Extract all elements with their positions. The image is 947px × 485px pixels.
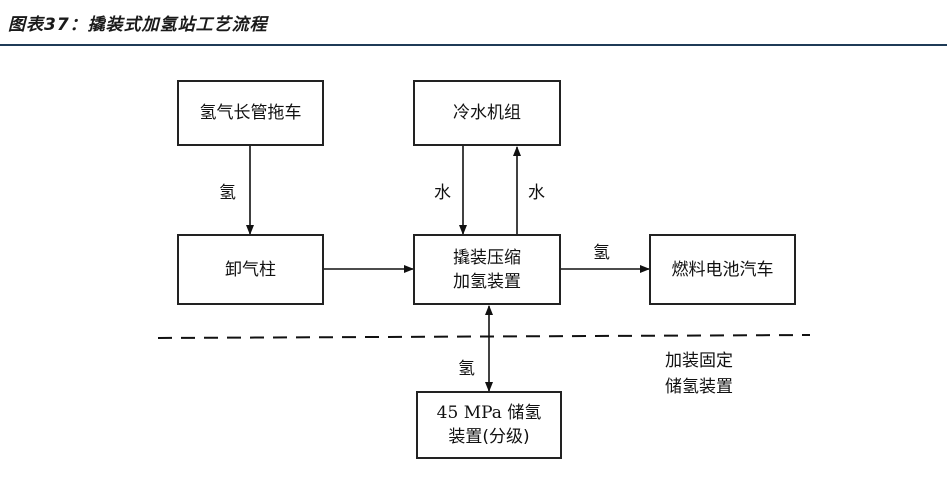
- storage-box: 45 MPa 储氢 装置(分级): [416, 391, 562, 459]
- fixed-zone-label: 加装固定 储氢装置: [665, 348, 733, 400]
- water-label-down: 水: [434, 183, 451, 203]
- figure-title: 图表37：撬装式加氢站工艺流程: [8, 15, 268, 35]
- unloading-column-label: 卸气柱: [225, 259, 276, 280]
- fixed-zone-label-line2: 储氢装置: [665, 377, 733, 397]
- storage-label-line2: 装置(分级): [448, 427, 530, 447]
- fixed-zone-divider: [157, 334, 811, 339]
- fuel-cell-vehicle-label: 燃料电池汽车: [671, 259, 774, 280]
- chiller-box: 冷水机组: [413, 80, 561, 146]
- skid-compressor-label-line1: 撬装压缩: [453, 247, 521, 268]
- hydrogen-label-trailer: 氢: [219, 183, 236, 203]
- skid-compressor-box: 撬装压缩 加氢装置: [413, 234, 561, 305]
- fuel-cell-vehicle-box: 燃料电池汽车: [649, 234, 796, 305]
- chiller-label: 冷水机组: [453, 103, 521, 123]
- hydrogen-label-storage: 氢: [458, 359, 475, 379]
- unloading-column-box: 卸气柱: [177, 234, 324, 305]
- tube-trailer-label: 氢气长管拖车: [199, 103, 302, 123]
- title-rule: [0, 44, 947, 46]
- storage-label-line1: 45 MPa 储氢: [436, 403, 542, 423]
- skid-compressor-label-line2: 加氢装置: [453, 271, 521, 292]
- tube-trailer-box: 氢气长管拖车: [177, 80, 324, 146]
- water-label-up: 水: [528, 183, 545, 203]
- fixed-zone-label-line1: 加装固定: [665, 351, 733, 371]
- hydrogen-label-vehicle: 氢: [593, 243, 610, 263]
